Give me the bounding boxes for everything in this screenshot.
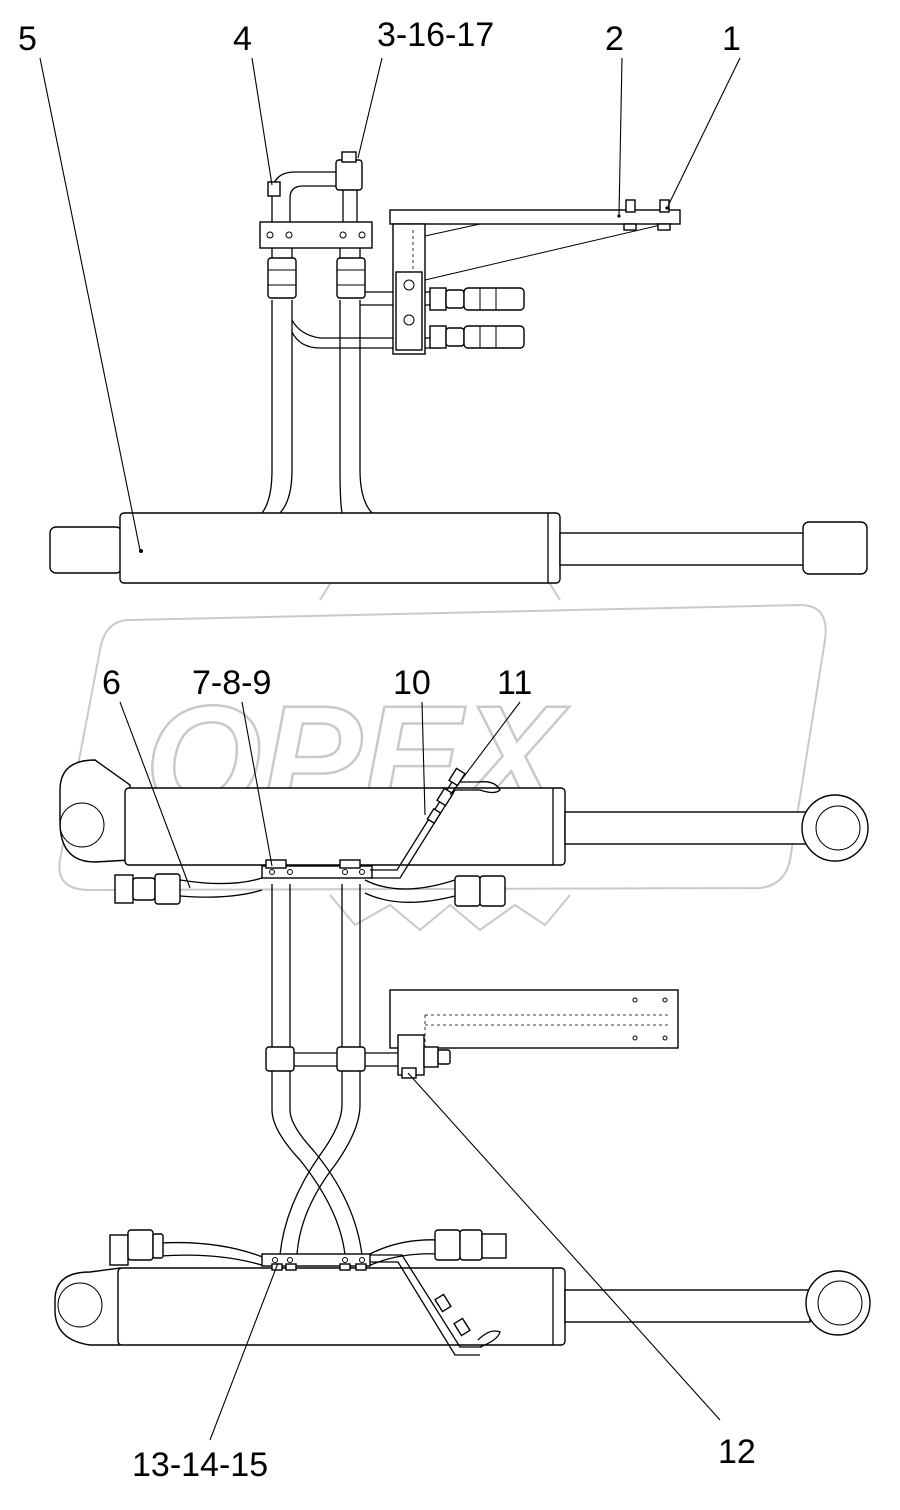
top-left-pipe-fitting — [267, 257, 297, 299]
leader-lines — [39, 57, 741, 1441]
bottom-hose-right-fitting — [459, 1229, 483, 1261]
bracket-2-top-plate — [389, 209, 681, 225]
cylinder-6-rod-eye — [801, 794, 869, 862]
bottom-bracket-bolt-a — [434, 1293, 452, 1313]
cylinder-6-rod — [564, 811, 811, 845]
bottom-hose-right-nut — [481, 1233, 507, 1259]
callout-11: 11 — [497, 664, 532, 702]
middle-cylinder-assembly — [59, 759, 869, 907]
bracket-12-nut — [423, 1046, 439, 1068]
bottom-bracket-bolt-b — [453, 1317, 471, 1337]
cylinder-bottom-barrel — [117, 1267, 566, 1346]
callout-1: 1 — [722, 20, 741, 58]
coupling-lower-body — [445, 327, 465, 347]
bracket-12-fitting — [437, 1049, 451, 1065]
clamp-13-nut-d — [355, 1263, 367, 1271]
bracket-12-plate — [389, 989, 679, 1049]
cylinder-6-barrel — [124, 787, 566, 866]
bracket-10-bolt-c — [426, 807, 442, 825]
cylinder-bottom-rod — [564, 1289, 811, 1323]
cylinder-5-rod-end — [802, 521, 868, 575]
pipe-fitting-right — [336, 1046, 366, 1072]
clamp-13-plate — [261, 1253, 371, 1267]
bottom-hose-left-crimp — [152, 1233, 164, 1259]
top-cylinder-assembly — [49, 151, 868, 584]
hose-6-left-fitting — [132, 877, 156, 901]
hose-6-left-nut — [114, 874, 134, 904]
cylinder-5-barrel — [119, 512, 561, 584]
cylinder-5-rear-cap — [49, 526, 123, 574]
connecting-pipes — [265, 884, 679, 1256]
hose-right-nut — [479, 875, 506, 907]
callout-6: 6 — [102, 664, 121, 702]
clamp-13-nut-b — [285, 1263, 297, 1271]
clamp-7-plate — [261, 865, 373, 879]
bracket-2-plate — [395, 271, 423, 351]
pipe-fitting-left — [265, 1046, 295, 1072]
coupling-upper-hose — [463, 287, 525, 311]
cylinder-5-rod — [559, 532, 806, 566]
callout-10: 10 — [393, 664, 431, 702]
opex-watermark-logo: OPEX — [58, 546, 827, 932]
nut-1a — [623, 223, 637, 231]
clamp-7-bolt-right — [339, 859, 361, 869]
coupling-lower-nut — [429, 325, 447, 349]
callout-13-14-15: 13-14-15 — [132, 1446, 268, 1484]
cylinder-6-rear-eye — [59, 759, 131, 863]
top-right-pipe-fitting — [336, 257, 366, 299]
bolt-1b — [659, 199, 670, 213]
callout-labels: 5 4 3-16-17 2 1 6 7-8-9 10 11 12 13-14-1… — [18, 16, 756, 1484]
callout-2: 2 — [605, 20, 624, 58]
callout-7-8-9: 7-8-9 — [192, 664, 271, 702]
pipe-clamp-bar — [259, 221, 373, 249]
bolt-1a — [625, 199, 636, 213]
callout-5: 5 — [18, 20, 37, 58]
cylinder-bottom-rear-eye — [54, 1267, 121, 1346]
clamp-13-nut-c — [339, 1263, 351, 1271]
callout-12: 12 — [718, 1433, 756, 1471]
callout-3-16-17: 3-16-17 — [377, 16, 494, 54]
bottom-cylinder-assembly — [54, 1229, 871, 1356]
bracket-12-bolt — [401, 1067, 417, 1079]
hose-6-left-crimp — [154, 873, 181, 905]
coupling-upper-body — [445, 289, 465, 309]
bottom-hose-left-nut — [109, 1234, 129, 1266]
callout-4: 4 — [233, 20, 252, 58]
hose-right-crimp — [454, 875, 481, 907]
nut-1b — [657, 223, 671, 231]
pipe-4-end — [267, 181, 281, 197]
fitting-3 — [335, 159, 363, 191]
cylinder-bottom-rod-eye — [805, 1270, 871, 1336]
fitting-3-cap — [341, 151, 357, 163]
bracket-10-bolt-a — [436, 787, 454, 807]
bottom-hose-right-crimp — [434, 1229, 461, 1261]
coupling-lower-hose — [463, 325, 525, 349]
coupling-upper-nut — [429, 287, 447, 311]
bottom-hose-left-fitting — [127, 1229, 154, 1261]
clamp-7-bolt-left — [265, 859, 287, 869]
